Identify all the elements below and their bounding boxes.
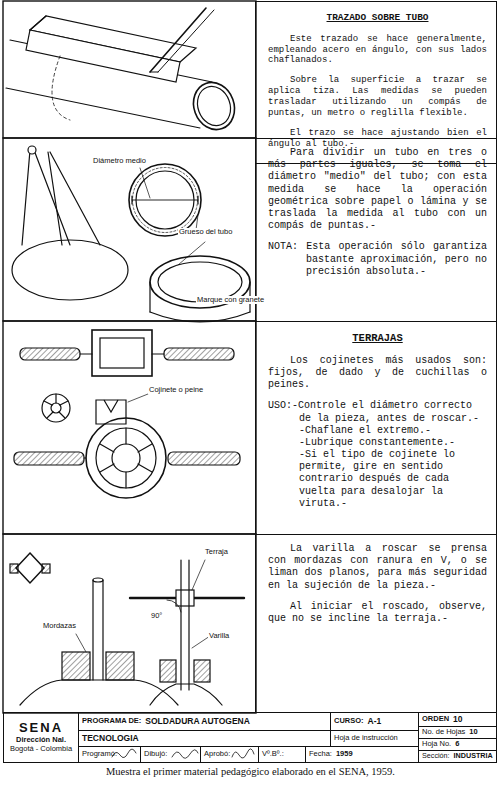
text-block: ORDEN bbox=[422, 715, 449, 724]
title-block-cell: PROGRAMA DE: SOLDADURA AUTOGENA bbox=[78, 712, 331, 731]
text-block: Hoja No. bbox=[422, 740, 451, 749]
text-block: Sección: bbox=[422, 752, 450, 760]
title-block-cell: Dibujó: bbox=[140, 746, 201, 763]
part-label: Terraja bbox=[204, 548, 229, 556]
text-block: 10 bbox=[469, 728, 477, 737]
title-block-cell: Hoja de instrucción bbox=[330, 730, 419, 747]
text-block: No. de Hojas bbox=[422, 728, 465, 737]
text-block: El trazo se hace ajustando bien el ángul… bbox=[268, 128, 487, 150]
title-block-cell: CURSO: A-1 bbox=[330, 712, 419, 731]
text-block: Dirección Nal. bbox=[16, 736, 66, 745]
title-block-cell: TECNOLOGIA bbox=[78, 730, 331, 747]
text-block: Sobre la superficie a trazar se aplica t… bbox=[268, 75, 487, 119]
text-block: Vº.Bº.: bbox=[262, 750, 284, 759]
text-block: TECNOLOGIA bbox=[82, 734, 139, 744]
text-block: Este trazado se hace generalmente, emple… bbox=[268, 34, 487, 67]
section-heading: TRAZADO SOBRE TUBO bbox=[268, 12, 487, 24]
title-block-cell: Vº.Bº.: bbox=[258, 746, 306, 763]
section-heading: TERRAJAS bbox=[268, 332, 487, 345]
text-block: USO:-Controle el diámetro correcto de la… bbox=[268, 400, 487, 424]
text-block: 6 bbox=[455, 740, 459, 749]
caption: Muestra el primer material pedagógico el… bbox=[0, 766, 501, 777]
part-label: Marque con granete bbox=[196, 296, 265, 304]
text-block: Para dividir un tubo en tres o más parte… bbox=[268, 147, 487, 232]
instruction-text-cell: TERRAJAS Los cojinetes más usados son: fi… bbox=[255, 321, 497, 535]
text-block: Aprobó: bbox=[204, 750, 230, 759]
text-block: Programó: bbox=[82, 750, 117, 759]
title-block-cell: Fecha: 1959 bbox=[305, 746, 419, 763]
part-label: Cojinete o peine bbox=[148, 386, 204, 394]
title-block-cell: SENADirección Nal.Bogotá - Colombia bbox=[3, 712, 79, 763]
text-block: Dibujó: bbox=[144, 750, 167, 759]
text-block: 10 bbox=[453, 715, 462, 725]
text-block: La varilla a roscar se prensa con mordaz… bbox=[268, 543, 487, 592]
text-block: PROGRAMA DE: bbox=[82, 717, 141, 726]
text-block: SOLDADURA AUTOGENA bbox=[145, 717, 250, 727]
text-block: -Si el tipo de cojinete lo permite, gire… bbox=[268, 449, 487, 510]
text-block: Al iniciar el roscado, observe, que no s… bbox=[268, 601, 487, 625]
text-block: NOTA: Esta operación sólo garantiza bast… bbox=[268, 241, 487, 278]
instruction-text-cell: Para dividir un tubo en tres o más parte… bbox=[255, 138, 497, 322]
text-block: Hoja de instrucción bbox=[334, 734, 398, 743]
text-block: -Lubrique constantemente.- bbox=[268, 437, 487, 449]
text-block: CURSO: bbox=[334, 717, 364, 726]
part-label: Varilla bbox=[208, 632, 230, 640]
title-block-cell: Sección: INDUSTRIA bbox=[418, 750, 497, 763]
text-block: -Chaflane el extremo.- bbox=[268, 425, 487, 437]
text-block: Fecha: bbox=[309, 750, 332, 759]
text-block: Los cojinetes más usados son: fijos, de … bbox=[268, 355, 487, 392]
title-block-cell: Programó: bbox=[78, 746, 141, 763]
text-block: Bogotá - Colombia bbox=[10, 745, 72, 754]
instruction-text-cell: La varilla a roscar se prensa con mordaz… bbox=[255, 534, 497, 713]
part-label: Grueso del tubo bbox=[178, 228, 233, 236]
instruction-text-cell: TRAZADO SOBRE TUBO Este trazado se hace g… bbox=[255, 1, 497, 164]
part-label: Mordazas bbox=[42, 622, 77, 630]
text-block: 1959 bbox=[336, 750, 353, 759]
text-block: INDUSTRIA bbox=[454, 752, 493, 760]
text-block: SENA bbox=[19, 721, 63, 736]
text-block: A-1 bbox=[368, 717, 382, 727]
part-label: Diámetro medio bbox=[92, 157, 147, 165]
title-block-cell: ORDEN 10 bbox=[418, 712, 497, 727]
part-label: 90° bbox=[150, 612, 163, 620]
title-block-cell: Aprobó: bbox=[200, 746, 259, 763]
